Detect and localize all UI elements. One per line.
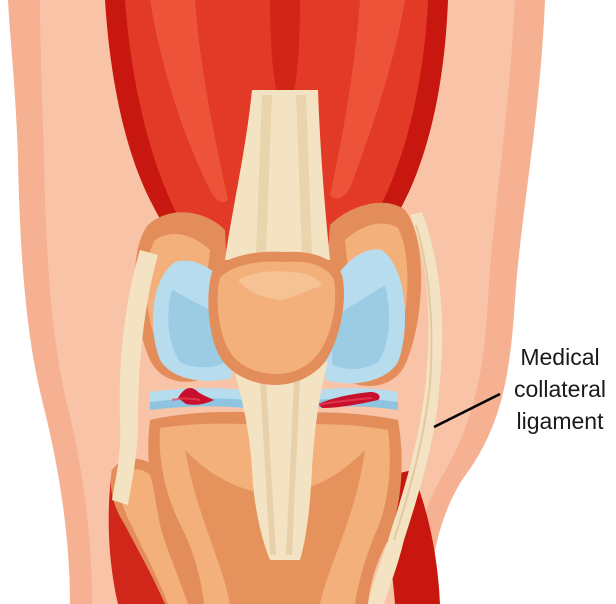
label-line-1: Medical — [520, 344, 599, 370]
label-line-2: collateral — [514, 376, 606, 402]
label-line-3: ligament — [517, 408, 605, 434]
mcl-label: Medical collateral ligament — [514, 344, 606, 434]
